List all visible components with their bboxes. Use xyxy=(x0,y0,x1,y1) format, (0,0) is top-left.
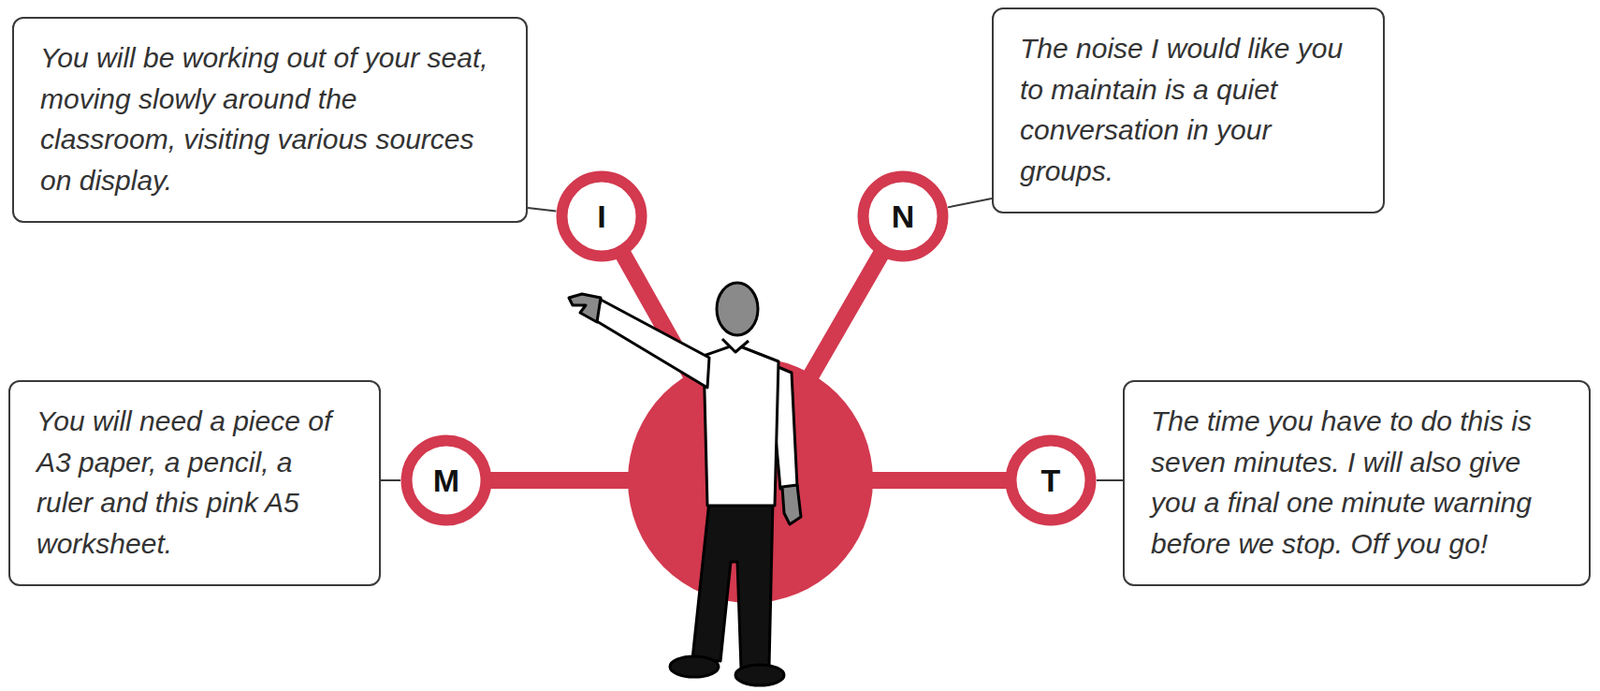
letter-label: M xyxy=(433,464,460,496)
callout-text: The time you have to do this is seven mi… xyxy=(1150,400,1563,564)
letter-label: I xyxy=(596,200,606,233)
callout-box: You will be working out of your seat, mo… xyxy=(12,16,528,223)
letter-circle: M xyxy=(400,434,493,526)
letter-label: T xyxy=(1041,464,1062,496)
callout-box: You will need a piece of A3 paper, a pen… xyxy=(8,379,381,586)
teacher-figure xyxy=(568,282,801,685)
letter-label: N xyxy=(891,200,916,233)
ring xyxy=(1011,440,1091,521)
letter-circle: T xyxy=(1004,434,1097,526)
head xyxy=(716,282,758,335)
shoe xyxy=(669,655,719,677)
shoe xyxy=(735,664,785,685)
trousers xyxy=(692,500,773,669)
sleeve xyxy=(595,299,710,388)
leader-line xyxy=(527,207,556,211)
leader-line xyxy=(947,198,992,207)
callout-text: You will need a piece of A3 paper, a pen… xyxy=(36,400,353,564)
shirt xyxy=(703,344,779,506)
callout-text: You will be working out of your seat, mo… xyxy=(40,37,500,201)
hand xyxy=(568,293,601,322)
letter-circle: I xyxy=(555,170,648,262)
leader-line xyxy=(380,479,401,481)
callout-box: The noise I would like you to maintain i… xyxy=(991,7,1385,214)
letter-circle: N xyxy=(857,170,949,262)
callout-text: The noise I would like you to maintain i… xyxy=(1019,28,1357,191)
leader-line xyxy=(1096,479,1123,481)
ring xyxy=(863,176,944,257)
ring xyxy=(407,440,487,521)
collar xyxy=(722,338,749,352)
ring xyxy=(562,176,642,257)
hand xyxy=(782,484,801,524)
callout-box: The time you have to do this is seven mi… xyxy=(1122,379,1591,586)
